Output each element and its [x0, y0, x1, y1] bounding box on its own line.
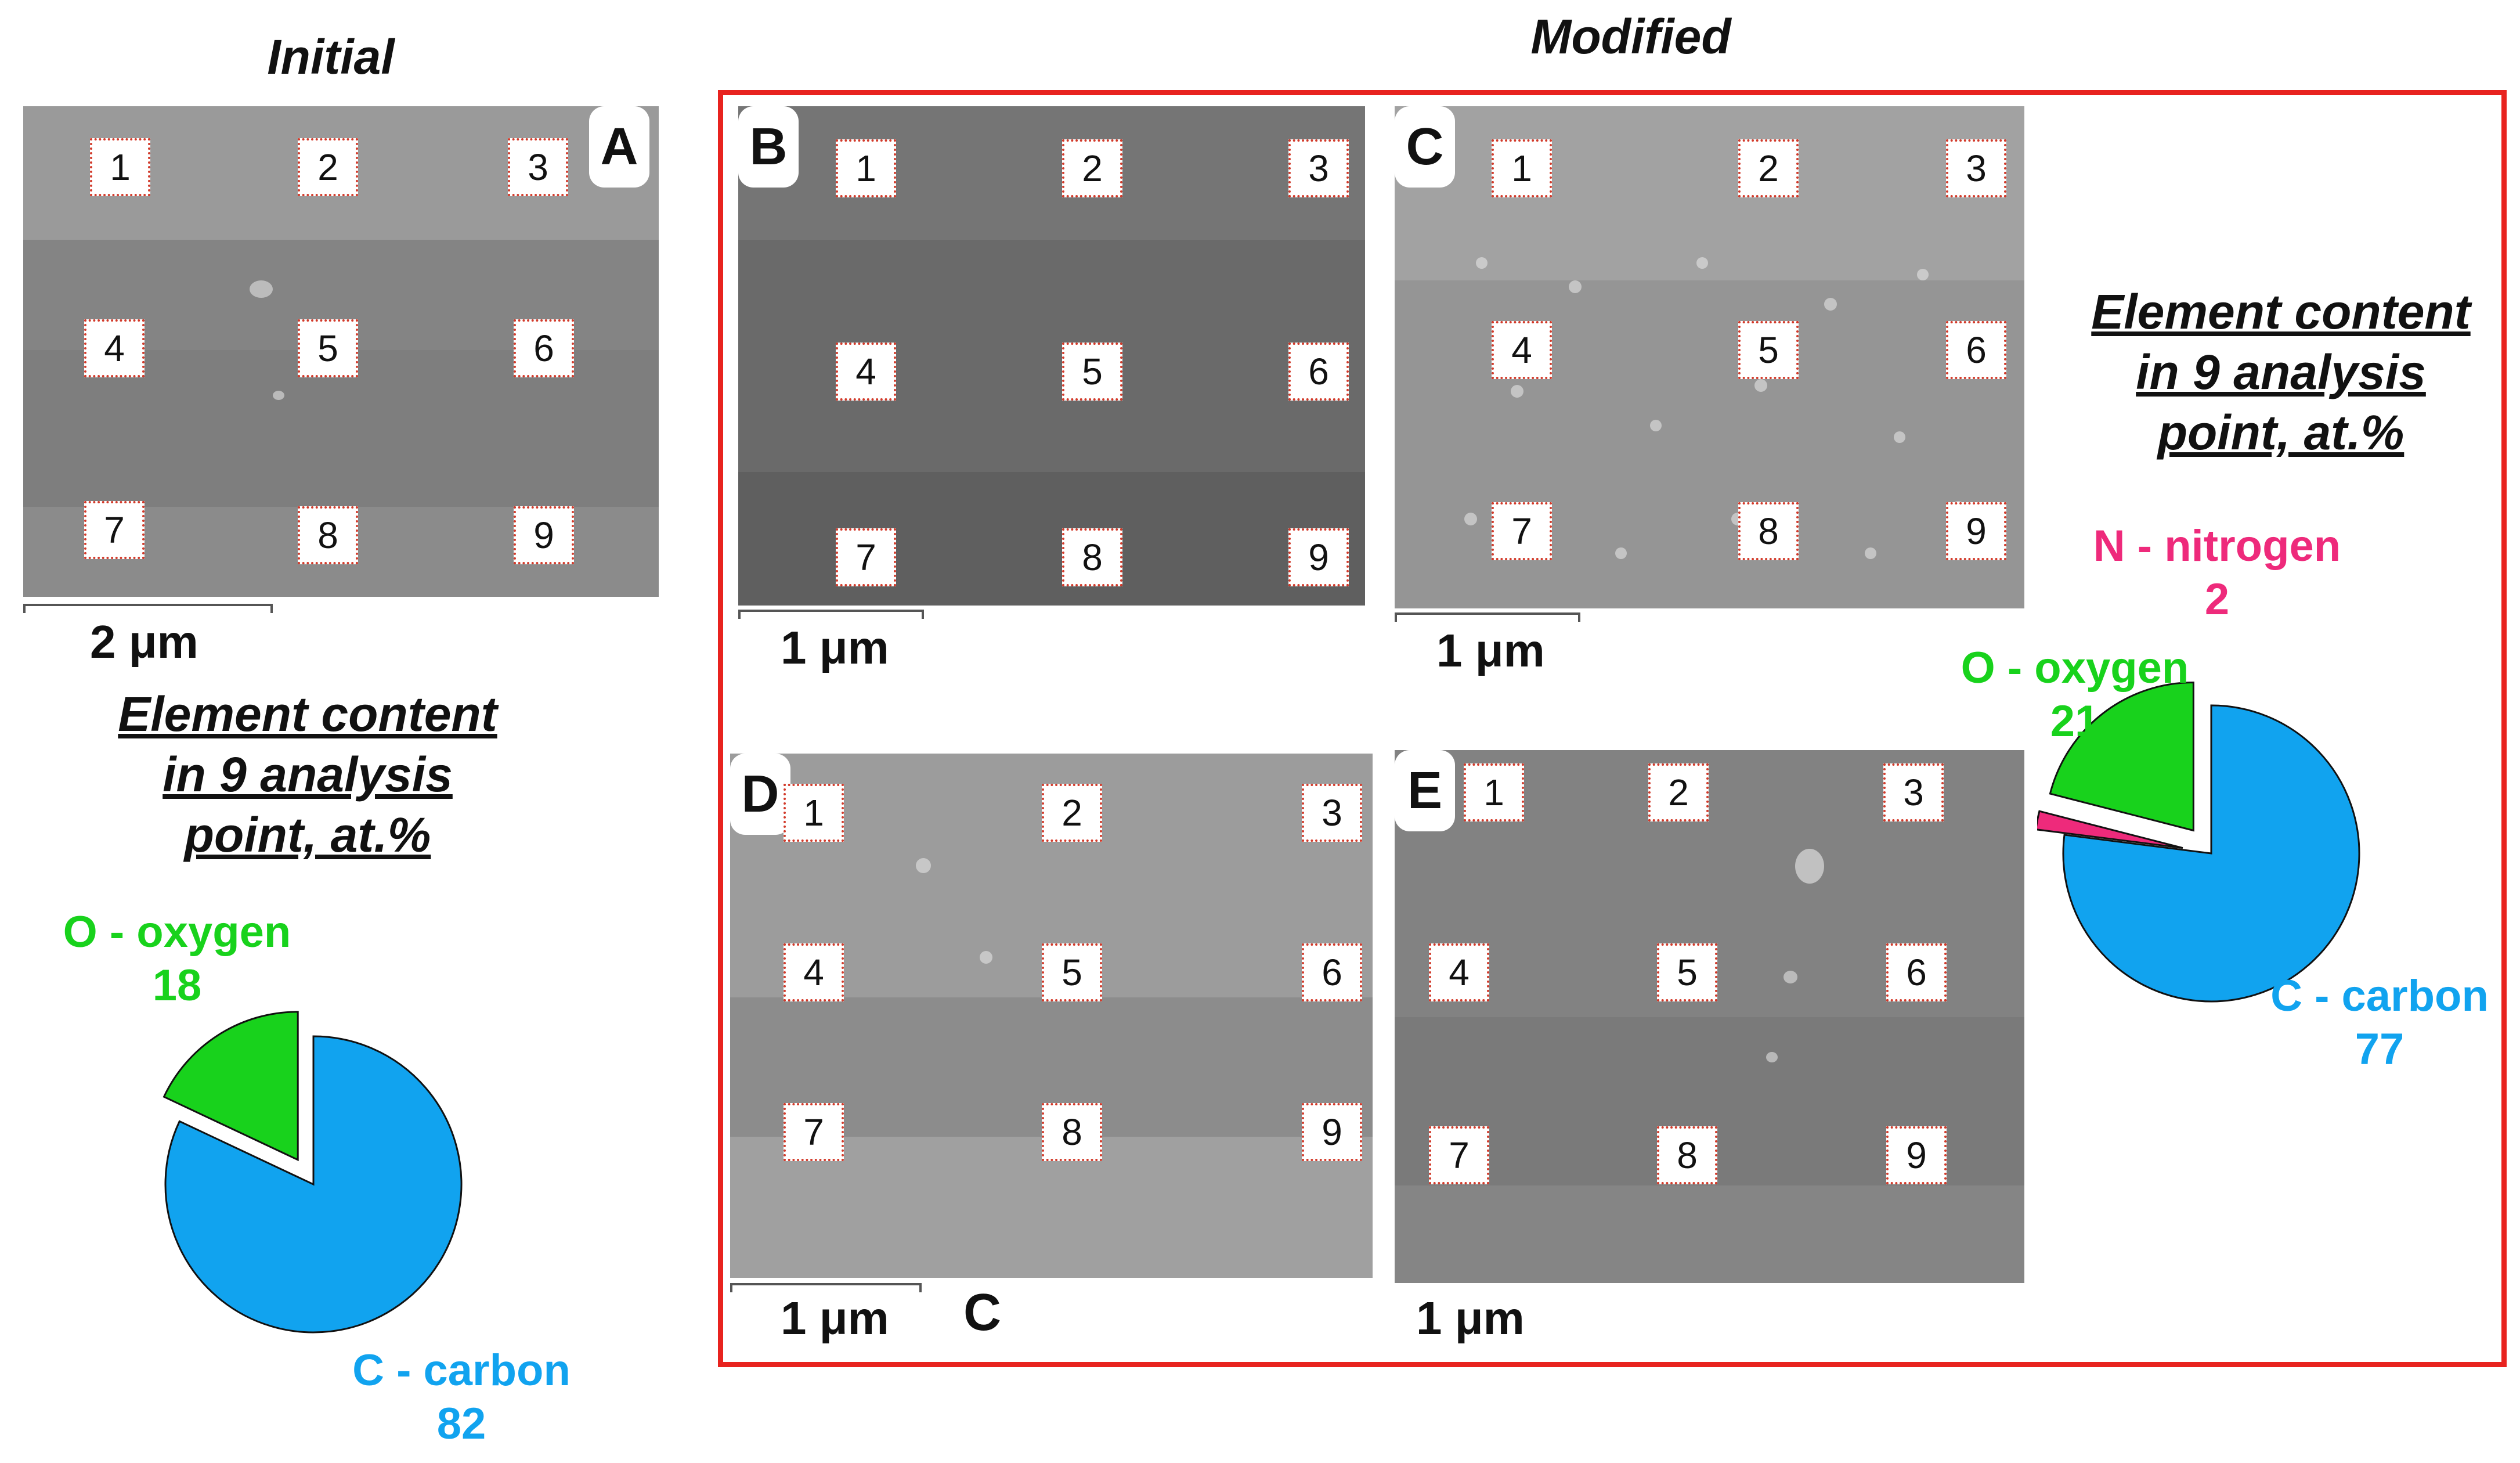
- marker-e-5: 5: [1657, 943, 1717, 1001]
- marker-b-8: 8: [1062, 528, 1122, 586]
- panel-b-letter: B: [738, 106, 799, 188]
- marker-b-7: 7: [836, 528, 896, 586]
- pie-initial-carbon-value: 82: [436, 1399, 486, 1448]
- marker-a-2: 2: [298, 138, 358, 196]
- marker-c-9: 9: [1946, 502, 2006, 560]
- pie-modified-oxygen-label: O - oxygen 21: [1944, 642, 2205, 748]
- marker-d-5: 5: [1042, 943, 1102, 1001]
- pie-modified-carbon-label: C - carbon 77: [2252, 970, 2507, 1076]
- marker-e-3: 3: [1883, 763, 1944, 821]
- pie-initial-oxygen-name: O - oxygen: [63, 907, 291, 957]
- marker-a-6: 6: [514, 319, 574, 377]
- sem-image-b: B: [738, 106, 1365, 606]
- marker-d-7: 7: [784, 1103, 844, 1161]
- pie-modified-nitrogen-name: N - nitrogen: [2093, 521, 2341, 571]
- caption-line: in 9 analysis: [163, 747, 453, 802]
- marker-c-4: 4: [1492, 321, 1552, 379]
- panel-c-scale-label: 1 μm: [1436, 625, 1545, 676]
- pie-chart-initial: [163, 1011, 463, 1334]
- panel-a-scale-label: 2 μm: [90, 616, 198, 668]
- pie-chart-modified: [2037, 681, 2360, 1003]
- marker-c-2: 2: [1738, 139, 1799, 197]
- pie-modified-oxygen-value: 21: [2050, 697, 2100, 746]
- marker-c-6: 6: [1946, 321, 2006, 379]
- caption-line: in 9 analysis: [2136, 345, 2426, 399]
- panel-b-scale-label: 1 μm: [781, 622, 889, 673]
- marker-d-4: 4: [784, 943, 844, 1001]
- marker-d-6: 6: [1302, 943, 1362, 1001]
- pie-initial-oxygen-value: 18: [152, 961, 202, 1010]
- marker-b-1: 1: [836, 139, 896, 197]
- marker-c-3: 3: [1946, 139, 2006, 197]
- panel-d-scale-label: 1 μm: [781, 1292, 889, 1344]
- marker-b-3: 3: [1288, 139, 1349, 197]
- initial-heading: Initial: [267, 30, 395, 84]
- panel-e-scale-label: 1 μm: [1416, 1292, 1525, 1344]
- marker-a-7: 7: [84, 501, 145, 559]
- pie-modified-oxygen-name: O - oxygen: [1961, 643, 2189, 693]
- caption-initial: Element content in 9 analysis point, at.…: [75, 684, 540, 865]
- pie-modified-carbon-value: 77: [2355, 1025, 2405, 1074]
- marker-d-2: 2: [1042, 784, 1102, 842]
- marker-a-1: 1: [90, 138, 150, 196]
- caption-modified: Element content in 9 analysis point, at.…: [2055, 282, 2507, 463]
- pie-initial-carbon-label: C - carbon 82: [328, 1344, 595, 1451]
- marker-e-6: 6: [1886, 943, 1947, 1001]
- marker-e-7: 7: [1429, 1126, 1489, 1184]
- marker-a-9: 9: [514, 506, 574, 564]
- marker-e-1: 1: [1464, 763, 1524, 821]
- marker-d-1: 1: [784, 784, 844, 842]
- sem-image-c: C: [1395, 106, 2024, 608]
- pie-slice-carbon: [2062, 704, 2360, 1003]
- caption-line: Element content: [118, 687, 497, 741]
- pie-slice-oxygen: [163, 1011, 299, 1162]
- pie-slice-oxygen: [2049, 681, 2194, 832]
- stray-label: C: [963, 1284, 1001, 1342]
- marker-a-3: 3: [508, 138, 568, 196]
- marker-d-8: 8: [1042, 1103, 1102, 1161]
- panel-e-letter: E: [1395, 750, 1455, 831]
- marker-e-2: 2: [1648, 763, 1709, 821]
- pie-slice-carbon: [164, 1035, 463, 1334]
- panel-a-letter: A: [589, 106, 649, 188]
- marker-b-9: 9: [1288, 528, 1349, 586]
- pie-modified-nitrogen-label: N - nitrogen 2: [2066, 520, 2368, 626]
- caption-line: point, at.%: [184, 808, 431, 862]
- marker-b-4: 4: [836, 343, 896, 401]
- sem-image-e: E: [1395, 750, 2024, 1283]
- marker-a-8: 8: [298, 506, 358, 564]
- marker-e-9: 9: [1886, 1126, 1947, 1184]
- pie-slice-nitrogen: [2037, 810, 2183, 849]
- marker-b-6: 6: [1288, 343, 1349, 401]
- marker-d-9: 9: [1302, 1103, 1362, 1161]
- marker-a-5: 5: [298, 319, 358, 377]
- marker-e-8: 8: [1657, 1126, 1717, 1184]
- pie-initial-oxygen-label: O - oxygen 18: [46, 906, 308, 1012]
- caption-line: Element content: [2091, 284, 2471, 339]
- marker-c-7: 7: [1492, 502, 1552, 560]
- modified-frame: [718, 90, 2507, 1367]
- marker-a-4: 4: [84, 319, 145, 377]
- panel-b-scalebar: [738, 610, 924, 619]
- marker-b-5: 5: [1062, 343, 1122, 401]
- marker-d-3: 3: [1302, 784, 1362, 842]
- panel-a-scalebar: [23, 604, 273, 613]
- panel-c-letter: C: [1395, 106, 1455, 188]
- pie-initial-carbon-name: C - carbon: [352, 1346, 571, 1395]
- marker-e-4: 4: [1429, 943, 1489, 1001]
- modified-heading: Modified: [1530, 9, 1731, 64]
- panel-d-scalebar: [730, 1283, 922, 1292]
- panel-d-letter: D: [730, 754, 790, 835]
- panel-c-scalebar: [1395, 612, 1580, 622]
- pie-modified-carbon-name: C - carbon: [2270, 971, 2489, 1021]
- marker-c-5: 5: [1738, 321, 1799, 379]
- marker-c-8: 8: [1738, 502, 1799, 560]
- pie-modified-nitrogen-value: 2: [2204, 575, 2230, 624]
- marker-b-2: 2: [1062, 139, 1122, 197]
- marker-c-1: 1: [1492, 139, 1552, 197]
- caption-line: point, at.%: [2157, 405, 2405, 460]
